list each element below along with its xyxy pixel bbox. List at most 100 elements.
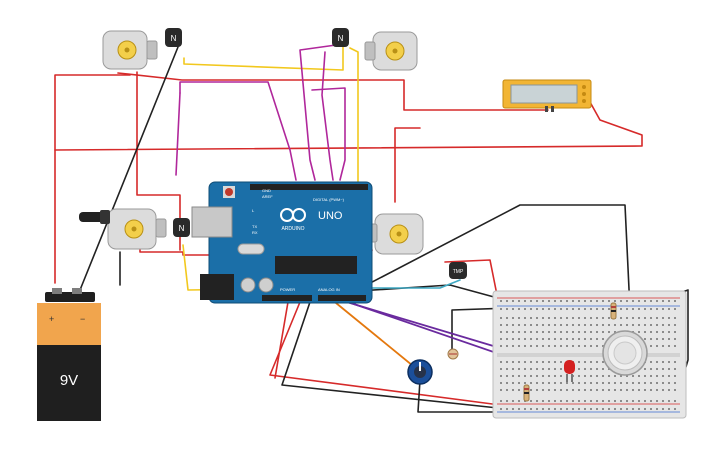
microcontroller-chip: [275, 256, 357, 274]
breadboard-hole: [626, 317, 628, 319]
breadboard-hole: [566, 317, 568, 319]
breadboard-hole: [524, 345, 526, 347]
breadboard-hole: [584, 389, 586, 391]
breadboard-hole: [518, 308, 520, 310]
breadboard-hole: [668, 308, 670, 310]
breadboard-hole: [500, 400, 502, 402]
photoresistor: [447, 348, 459, 360]
breadboard-hole: [500, 389, 502, 391]
breadboard-hole: [602, 389, 604, 391]
breadboard-hole: [650, 375, 652, 377]
breadboard-hole: [542, 382, 544, 384]
breadboard-hole: [650, 317, 652, 319]
breadboard-hole: [656, 338, 658, 340]
gas-sensor: [602, 330, 648, 376]
breadboard-hole: [674, 345, 676, 347]
breadboard-hole: [512, 375, 514, 377]
breadboard-hole: [518, 375, 520, 377]
breadboard-hole: [596, 345, 598, 347]
dc-motor: [364, 31, 418, 71]
wire-yellow: [183, 34, 344, 71]
breadboard-hole: [596, 408, 598, 410]
breadboard-hole: [518, 389, 520, 391]
breadboard-hole: [560, 338, 562, 340]
breadboard-hole: [578, 375, 580, 377]
breadboard-hole: [512, 389, 514, 391]
breadboard-hole: [656, 389, 658, 391]
breadboard-hole: [536, 375, 538, 377]
breadboard-hole: [620, 300, 622, 302]
breadboard-hole: [584, 308, 586, 310]
breadboard-hole: [662, 361, 664, 363]
breadboard-hole: [626, 300, 628, 302]
power-header: [262, 295, 312, 301]
breadboard-hole: [554, 338, 556, 340]
breadboard-hole: [518, 400, 520, 402]
breadboard-hole: [548, 308, 550, 310]
breadboard-hole: [596, 317, 598, 319]
breadboard-hole: [536, 382, 538, 384]
breadboard-hole: [530, 368, 532, 370]
breadboard-hole: [602, 368, 604, 370]
l-label: L: [252, 208, 255, 213]
breadboard-hole: [590, 324, 592, 326]
breadboard-hole: [650, 300, 652, 302]
breadboard-hole: [548, 375, 550, 377]
breadboard-hole: [662, 331, 664, 333]
breadboard-hole: [506, 408, 508, 410]
breadboard-hole: [560, 345, 562, 347]
breadboard-hole: [554, 331, 556, 333]
breadboard-hole: [668, 324, 670, 326]
wire-black: [352, 204, 631, 311]
breadboard-hole: [626, 308, 628, 310]
breadboard-hole: [650, 361, 652, 363]
breadboard-hole: [572, 324, 574, 326]
breadboard-hole: [602, 300, 604, 302]
model-label: UNO: [318, 210, 343, 222]
breadboard-hole: [596, 361, 598, 363]
breadboard-hole: [524, 361, 526, 363]
breadboard-hole: [560, 400, 562, 402]
breadboard-hole: [560, 375, 562, 377]
breadboard-hole: [620, 382, 622, 384]
breadboard-hole: [638, 324, 640, 326]
breadboard-hole: [668, 389, 670, 391]
breadboard-hole: [578, 317, 580, 319]
breadboard-hole: [656, 324, 658, 326]
breadboard-hole: [632, 400, 634, 402]
breadboard-hole: [590, 375, 592, 377]
breadboard-hole: [662, 317, 664, 319]
breadboard-hole: [584, 345, 586, 347]
breadboard-hole: [500, 361, 502, 363]
breadboard-hole: [554, 375, 556, 377]
breadboard-hole: [524, 338, 526, 340]
breadboard-hole: [590, 382, 592, 384]
breadboard-hole: [536, 368, 538, 370]
breadboard-hole: [500, 375, 502, 377]
breadboard-hole: [554, 400, 556, 402]
breadboard-hole: [596, 324, 598, 326]
breadboard-hole: [608, 300, 610, 302]
digital-header: [250, 184, 368, 190]
breadboard-hole: [524, 300, 526, 302]
breadboard-hole: [548, 324, 550, 326]
breadboard-hole: [530, 338, 532, 340]
wire-magenta: [311, 87, 346, 181]
arduino-board: ARDUINO UNO DIGITAL (PWM~) ANALOG IN POW…: [191, 181, 373, 304]
breadboard-hole: [626, 375, 628, 377]
breadboard-hole: [590, 400, 592, 402]
breadboard-hole: [554, 308, 556, 310]
breadboard-hole: [578, 345, 580, 347]
wire-magenta: [175, 92, 181, 176]
potentiometer: [407, 359, 433, 385]
breadboard-hole: [512, 338, 514, 340]
transistor: N: [165, 28, 182, 47]
sensor-label: TMP: [453, 269, 464, 275]
breadboard-hole: [620, 408, 622, 410]
breadboard-hole: [530, 345, 532, 347]
reset-button: [225, 188, 233, 196]
breadboard-hole: [506, 331, 508, 333]
transistor-label: N: [179, 224, 185, 233]
wire-purple: [339, 299, 501, 349]
breadboard-hole: [662, 324, 664, 326]
